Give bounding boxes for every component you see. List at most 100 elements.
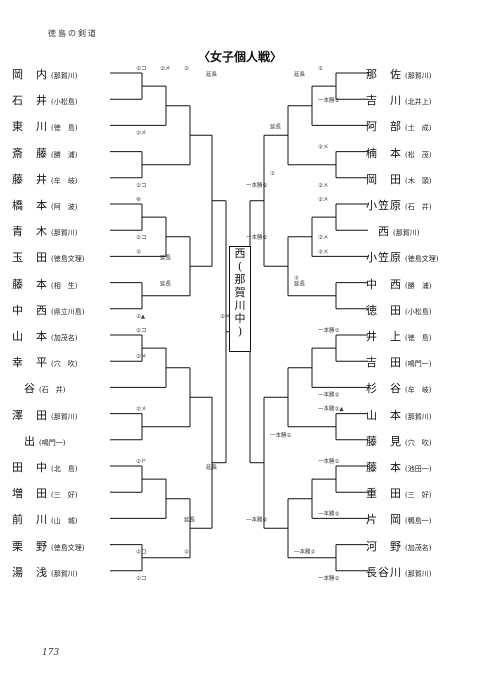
champion-char: 中 (234, 312, 246, 325)
right-player-row: 長谷川(那賀川) (366, 563, 431, 579)
player-school: (池田一) (405, 465, 432, 473)
match-annotation: 延長 (206, 70, 218, 78)
page-title: 〈女子個人戦〉 (197, 50, 282, 64)
player-name: 青 木 (12, 225, 48, 239)
left-player-row: 東 川(徳 島) (12, 117, 77, 133)
right-player-row: 藤 見(穴 吹) (366, 432, 431, 448)
player-name: 谷 (12, 382, 36, 396)
left-player-row: 澤 田(那賀川) (12, 406, 77, 422)
player-school: (木 頭) (405, 176, 432, 185)
player-school: (那賀川) (405, 412, 432, 421)
player-school: (穴 吹) (405, 438, 432, 447)
player-name: 湯 浅 (12, 565, 48, 579)
match-annotation: ②コ (136, 182, 146, 189)
player-name: 河 野 (366, 539, 402, 553)
player-name: 石 井 (12, 94, 48, 108)
player-school: (石 井) (39, 386, 66, 395)
champion-char: ( (237, 260, 243, 273)
player-school: (那賀川) (51, 569, 78, 578)
left-player-row: 谷(石 井) (12, 379, 65, 395)
match-annotation: ②メ (136, 353, 146, 360)
right-player-row: 山 本(那賀川) (366, 406, 431, 422)
player-name: 西 (366, 225, 390, 239)
player-school: (石 井) (405, 203, 432, 211)
match-annotation: 一本勝② (270, 431, 292, 439)
match-annotation: 一本勝② (318, 390, 340, 398)
player-name: 澤 田 (12, 408, 48, 422)
player-name: 徳 田 (366, 303, 402, 317)
player-school: (那賀川) (405, 569, 432, 578)
match-annotation: ②メ (136, 406, 146, 413)
left-player-row: 橋 本(阿 波) (12, 196, 77, 212)
player-school: (穴 吹) (51, 360, 78, 369)
left-player-row: 湯 浅(那賀川) (12, 563, 77, 579)
champion-char: 川 (234, 299, 246, 312)
match-annotation: ②メ (220, 313, 230, 320)
player-school: (那賀川) (51, 72, 78, 80)
player-school: (徳島文理) (405, 255, 439, 264)
match-annotation: 延長 (294, 280, 306, 288)
player-school: (徳 島) (51, 124, 78, 133)
right-player-row: 楠 本(松 茂) (366, 144, 431, 160)
left-player-row: 中 西(県立川島) (12, 301, 84, 317)
right-player-row: 吉 田(鳴門一) (366, 353, 431, 369)
player-name: 栗 野 (12, 539, 48, 553)
match-annotation: 一本勝② (318, 96, 340, 104)
champion-char: 西 (234, 247, 246, 260)
player-name: 片 岡 (366, 513, 402, 527)
match-annotation: ②コ (136, 234, 146, 241)
player-name: 岡 内 (12, 68, 48, 81)
player-name: 井 上 (366, 330, 402, 343)
player-school: (加茂名) (405, 543, 432, 552)
match-annotation: 一本勝② (318, 457, 340, 465)
match-annotation: ② (136, 248, 141, 255)
right-player-row: 井 上(徳 島) (366, 327, 431, 343)
player-school: (相 生) (51, 281, 78, 290)
player-name: 前 川 (12, 513, 48, 527)
left-player-row: 藤 井(牟 岐) (12, 170, 77, 186)
player-name: 玉 田 (12, 251, 48, 265)
right-player-row: 西(那賀川) (366, 222, 419, 238)
match-annotation: ②コ (136, 575, 146, 582)
right-player-row: 阿 部(土 成) (366, 117, 431, 133)
match-annotation: 延長 (160, 280, 172, 288)
right-player-row: 河 野(加茂名) (366, 537, 431, 553)
player-name: 吉 田 (366, 356, 402, 370)
right-player-row: 那 佐(那賀川) (366, 65, 431, 81)
player-school: (三 好) (405, 491, 432, 500)
champion-char: 賀 (234, 286, 246, 299)
match-annotation: 延長 (206, 463, 218, 471)
left-player-row: 斎 藤(勝 浦) (12, 144, 77, 160)
player-name: 藤 見 (366, 434, 402, 448)
player-school: (北井上) (405, 98, 432, 107)
player-school: (県立川島) (51, 307, 85, 316)
match-annotation: 一本勝② (318, 509, 340, 517)
right-player-row: 吉 川(北井上) (366, 91, 431, 107)
right-player-row: 徳 田(小松島) (366, 301, 431, 317)
player-name: 田 中 (12, 461, 48, 474)
player-name: 幸 平 (12, 356, 48, 370)
player-school: (徳 島) (405, 334, 432, 342)
match-annotation: ② (184, 65, 189, 72)
player-name: 山 本 (12, 330, 48, 343)
champion-char: ) (237, 325, 243, 338)
right-player-row: 藤 本(池田一) (366, 458, 431, 474)
match-annotation: 延長 (294, 70, 306, 78)
left-player-row: 幸 平(穴 吹) (12, 353, 77, 369)
match-annotation: ②コ (136, 327, 146, 334)
match-annotation: ② (270, 170, 275, 177)
left-player-row: 山 本(加茂名) (12, 327, 77, 343)
player-name: 岡 田 (366, 172, 402, 186)
left-player-row: 増 田(三 好) (12, 484, 77, 500)
player-school: (小松島) (51, 98, 78, 107)
player-name: 山 本 (366, 408, 402, 422)
left-player-row: 栗 野(徳島文理) (12, 537, 84, 553)
right-player-row: 小笠原(石 井) (366, 196, 431, 212)
player-school: (三 好) (51, 491, 78, 500)
player-school: (徳島文理) (51, 255, 85, 264)
left-player-row: 玉 田(徳島文理) (12, 248, 84, 264)
match-annotation: 一本勝② (294, 548, 316, 556)
match-annotation: ②メ (318, 182, 328, 189)
match-annotation: ②メ (318, 234, 328, 241)
